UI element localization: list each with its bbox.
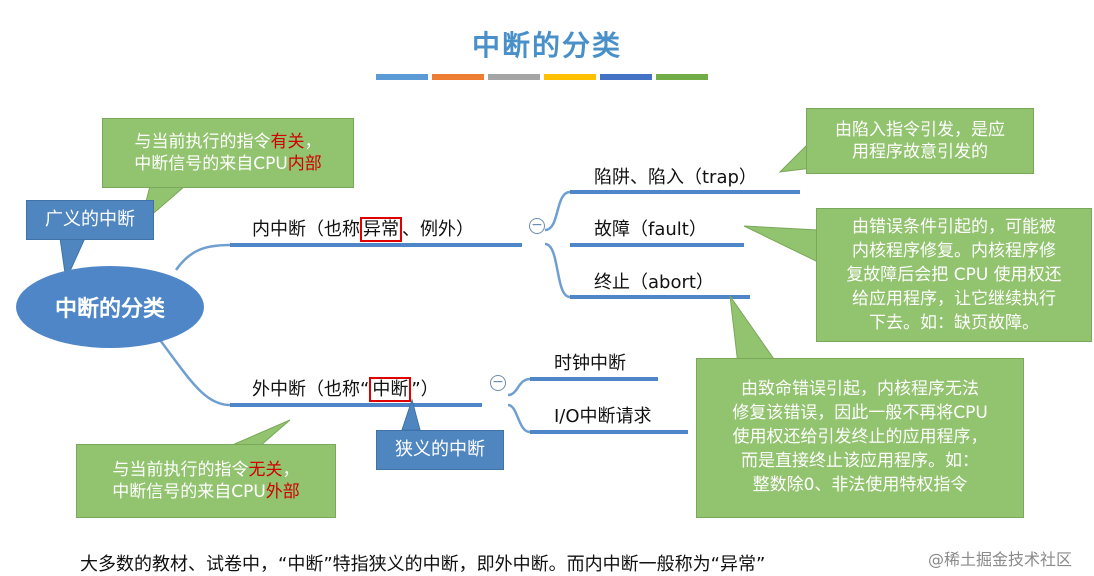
internal-interrupt-node[interactable]: 内中断（也称异常、例外） (252, 215, 474, 242)
fault-node[interactable]: 故障（fault） (594, 219, 707, 240)
fault-note: 由错误条件引起的，可能被 内核程序修复。内核程序修 复故障后会把 CPU 使用权… (816, 208, 1092, 342)
fault-note-line2: 内核程序修复。内核程序修 (852, 241, 1056, 261)
external-to-clock-line (507, 377, 531, 397)
title-bar-4 (544, 74, 596, 80)
internal-note-line1-em: 有关 (270, 132, 305, 152)
external-label-post: ”） (411, 379, 439, 400)
internal-note-line1: 与当前执行的指令有关， (103, 131, 353, 153)
root-to-internal-line (174, 243, 231, 271)
external-note-line2-em: 外部 (265, 482, 300, 502)
io-interrupt-node[interactable]: I/O中断请求 (554, 406, 652, 427)
external-note-line1-text: 与当前执行的指令 (112, 460, 249, 480)
abort-note-line3: 使用权还给引发终止的应用程序， (732, 427, 988, 447)
clock-interrupt-node[interactable]: 时钟中断 (554, 353, 626, 374)
trap-node[interactable]: 陷阱、陷入（trap） (594, 167, 757, 188)
trap-note-line2: 用程序故意引发的 (852, 142, 988, 162)
external-label-pre: 外中断（也称“ (252, 379, 370, 400)
title-bar-3 (488, 74, 540, 80)
broad-interrupt-tag: 广义的中断 (26, 200, 154, 240)
watermark: @稀土掘金技术社区 (928, 550, 1073, 569)
footer-caption: 大多数的教材、试卷中，“中断”特指狭义的中断，即外中断。而内中断一般称为“异常” (80, 554, 766, 575)
internal-to-trap-line (544, 190, 571, 232)
root-label: 中断的分类 (54, 297, 165, 322)
fault-note-pointer (743, 225, 819, 263)
fault-note-line1: 由错误条件引起的，可能被 (852, 217, 1056, 237)
external-to-io-line (507, 403, 531, 434)
fault-note-line3: 复故障后会把 CPU 使用权还 (846, 265, 1062, 285)
abort-note: 由致命错误引起，内核程序无法 修复该错误，因此一般不再将CPU 使用权还给引发终… (696, 358, 1024, 518)
root-to-external-line (158, 339, 231, 407)
external-note-line2-text: 中断信号的来自CPU (112, 482, 266, 502)
external-note-pointer (229, 419, 291, 447)
internal-note-line1-text: 与当前执行的指令 (134, 132, 271, 152)
title-bar-2 (432, 74, 484, 80)
external-note-line2: 中断信号的来自CPU外部 (77, 481, 335, 503)
root-node[interactable]: 中断的分类 (16, 266, 204, 348)
external-note-line1-em: 无关 (248, 460, 283, 480)
internal-label-highlight: 异常 (360, 217, 402, 242)
external-collapse-button[interactable]: − (490, 375, 506, 391)
external-note-line1-post: ， (282, 460, 300, 480)
internal-label-post: 、例外） (402, 219, 474, 240)
external-interrupt-node[interactable]: 外中断（也称“中断”） (252, 375, 439, 402)
fault-note-line4: 给应用程序，让它继续执行 (852, 289, 1056, 309)
internal-note-line1-post: ， (304, 132, 322, 152)
trap-note: 由陷入指令引发，是应 用程序故意引发的 (806, 108, 1034, 174)
internal-note-line2-em: 内部 (287, 154, 322, 174)
abort-note-line1: 由致命错误引起，内核程序无法 (741, 379, 979, 399)
abort-node[interactable]: 终止（abort） (594, 272, 714, 293)
internal-collapse-button[interactable]: − (529, 218, 545, 234)
abort-note-line2: 修复该错误，因此一般不再将CPU (732, 403, 988, 423)
external-note-line1: 与当前执行的指令无关， (77, 459, 335, 481)
narrow-interrupt-tag: 狭义的中断 (376, 430, 504, 470)
internal-note-line2: 中断信号的来自CPU内部 (103, 153, 353, 175)
title-bar-6 (656, 74, 708, 80)
title-bar-5 (600, 74, 652, 80)
trap-note-line1: 由陷入指令引发，是应 (835, 120, 1005, 140)
internal-to-abort-line (544, 242, 571, 299)
external-note: 与当前执行的指令无关， 中断信号的来自CPU外部 (76, 444, 336, 518)
abort-note-line5: 整数除0、非法使用特权指令 (752, 475, 968, 495)
internal-note-line2-text: 中断信号的来自CPU (134, 154, 288, 174)
abort-note-line4: 而是直接终止该应用程序。如： (741, 451, 979, 471)
fault-note-line5: 下去。如：缺页故障。 (869, 313, 1039, 333)
page-title: 中断的分类 (471, 29, 622, 62)
internal-note: 与当前执行的指令有关， 中断信号的来自CPU内部 (102, 118, 354, 188)
title-bar-1 (376, 74, 428, 80)
internal-label-pre: 内中断（也称 (252, 219, 360, 240)
external-label-highlight: 中断 (369, 377, 412, 402)
